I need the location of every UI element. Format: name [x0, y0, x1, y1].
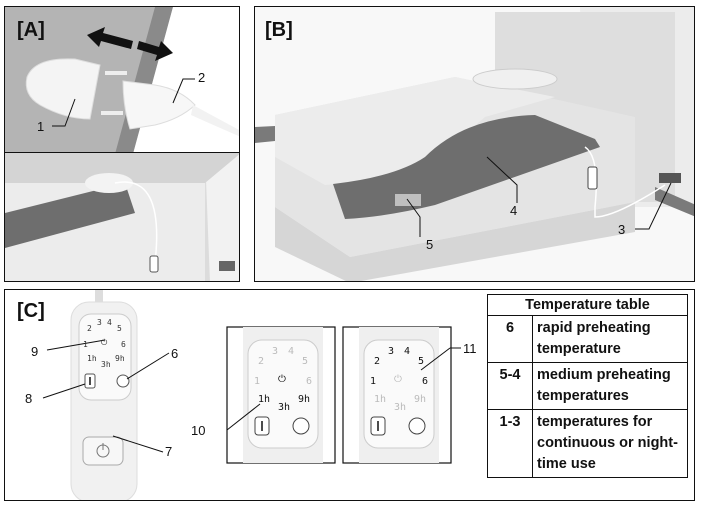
d11-digit-5: 5	[418, 356, 425, 367]
digit-1: 1	[83, 340, 88, 349]
panel-a-plug: [A] 1 2	[4, 6, 240, 153]
display-11-digits: 1 2 3 4 5 6 ⏻ 1h 3h 9h	[364, 340, 434, 413]
d11-digit-6: 6	[422, 376, 429, 387]
bed-illustration	[255, 7, 694, 281]
display-10-digits: 1 2 3 4 5 6 ⏻ 1h 3h 9h	[248, 340, 318, 413]
d10-power-icon: ⏻	[278, 374, 286, 385]
callout-11: 11	[463, 341, 477, 356]
callout-1: 1	[37, 119, 45, 134]
d10-digit-1: 1	[254, 376, 261, 387]
controller-small	[587, 166, 598, 190]
d10-digit-3: 3	[272, 346, 279, 357]
temperature-table: Temperature table 6 rapid preheating tem…	[487, 294, 688, 478]
panel-a-bed-roll	[4, 152, 240, 282]
d10-digit-5: 5	[302, 356, 309, 367]
callout-7: 7	[165, 444, 173, 459]
power-indicator-icon: ⏻	[101, 338, 108, 347]
d11-digit-1: 1	[370, 376, 377, 387]
description-cell: rapid preheating temperature	[532, 315, 688, 363]
callout-6: 6	[171, 346, 179, 361]
digit-6: 6	[121, 340, 126, 349]
rolled-pad-illustration	[5, 153, 239, 281]
d10-timer-3h: 3h	[278, 402, 291, 413]
d11-digit-2: 2	[374, 356, 381, 367]
d11-digit-3: 3	[388, 346, 395, 357]
d10-timer-1h: 1h	[258, 394, 271, 405]
heating-pad	[333, 115, 600, 219]
rolled-pad	[5, 183, 135, 248]
panel-b-label: [B]	[265, 19, 293, 41]
level-cell: 5-4	[487, 362, 533, 410]
temperature-table-title: Temperature table	[487, 294, 688, 316]
panel-b-bed: [B] 3 4 5	[254, 6, 695, 282]
timer-9h: 9h	[115, 354, 125, 363]
controller-illustrations	[42, 290, 461, 500]
callout-2: 2	[198, 70, 206, 85]
d11-timer-9h: 9h	[414, 394, 427, 405]
digit-3: 3	[97, 318, 102, 327]
callout-4: 4	[510, 203, 518, 218]
description-cell: temperatures for continuous or night-tim…	[532, 409, 688, 478]
arrow-left-icon	[87, 27, 133, 49]
level-cell: 1-3	[487, 409, 533, 478]
table-row: 6 rapid preheating temperature	[487, 315, 688, 363]
description-cell: medium preheating temperatures	[532, 362, 688, 410]
d11-power-icon: ⏻	[394, 374, 402, 385]
callout-5: 5	[426, 237, 434, 252]
d11-timer-1h: 1h	[374, 394, 387, 405]
plug-illustration	[5, 7, 239, 152]
wall-socket	[659, 173, 681, 183]
digit-2: 2	[87, 324, 92, 333]
main-display-digits: 1 2 3 4 5 6 ⏻ 1h 3h 9h	[79, 314, 131, 374]
d10-timer-9h: 9h	[298, 394, 311, 405]
d10-digit-4: 4	[288, 346, 295, 357]
digit-4: 4	[107, 318, 112, 327]
d11-digit-4: 4	[404, 346, 411, 357]
d11-timer-3h: 3h	[394, 402, 407, 413]
table-row: 5-4 medium preheating temperatures	[487, 362, 688, 410]
arrow-right-icon	[137, 41, 173, 61]
wall-socket-mini	[219, 261, 235, 271]
callout-8: 8	[25, 391, 33, 406]
panel-a-label: [A]	[17, 19, 45, 41]
table-row: 1-3 temperatures for continuous or night…	[487, 409, 688, 478]
timer-3h: 3h	[101, 360, 111, 369]
d10-digit-6: 6	[306, 376, 313, 387]
callout-10: 10	[191, 423, 206, 438]
timer-button	[116, 374, 130, 388]
level-cell: 6	[487, 315, 533, 363]
callout-3: 3	[618, 222, 626, 237]
callout-9: 9	[31, 344, 39, 359]
controller-mini	[149, 255, 159, 273]
panel-c-label: [C]	[17, 300, 45, 322]
digit-5: 5	[117, 324, 122, 333]
timer-1h: 1h	[87, 354, 97, 363]
d10-digit-2: 2	[258, 356, 265, 367]
power-button	[82, 436, 124, 466]
